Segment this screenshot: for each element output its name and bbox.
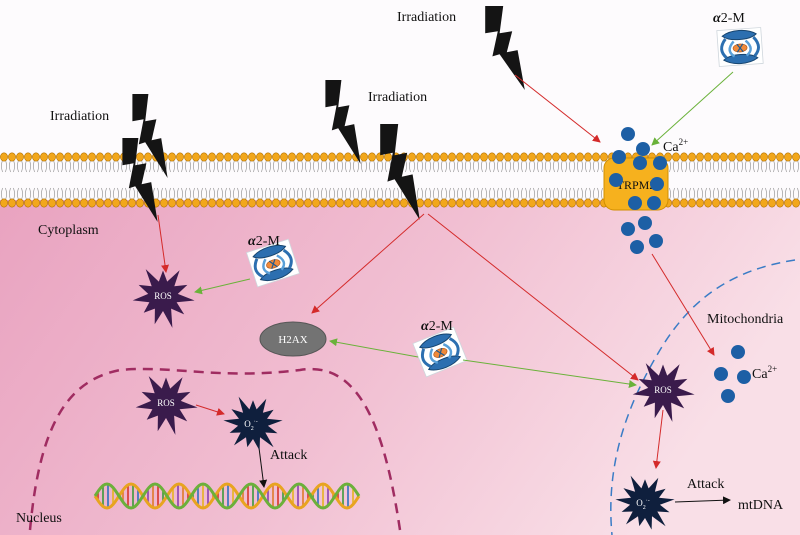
promote-arrow — [157, 214, 169, 273]
superoxide-label: O2·- — [244, 419, 258, 432]
promote-arrow — [311, 213, 425, 314]
promote-arrow — [427, 213, 639, 381]
ros-node — [132, 269, 195, 328]
h2ax-label: H2AX — [278, 334, 307, 346]
trpm2-label: TRPM2 — [617, 178, 656, 192]
nucleus-label: Nucleus — [16, 511, 62, 526]
alpha2m-protein-icon — [715, 26, 765, 68]
calcium-ion — [633, 156, 647, 170]
irradiation-label-top: Irradiation — [397, 10, 456, 25]
calcium-ion — [612, 150, 626, 164]
attack-label-nucleus: Attack — [270, 448, 307, 463]
calcium-ion — [653, 156, 667, 170]
cytoplasm-region — [0, 200, 800, 535]
calcium-ion — [609, 173, 623, 187]
superoxide-node — [615, 475, 675, 530]
ros-label: ROS — [154, 291, 172, 301]
mitochondria-border — [610, 259, 796, 535]
calcium-ion — [628, 196, 642, 210]
calcium-ion — [737, 370, 751, 384]
dna-strand — [93, 482, 361, 510]
calcium-ion — [621, 222, 635, 236]
inhibit-arrow — [651, 71, 734, 146]
calcium-ion — [649, 234, 663, 248]
calcium-ion — [630, 240, 644, 254]
calcium-label-mito: Ca2+ — [752, 364, 777, 382]
superoxide-label: O2·- — [636, 498, 650, 511]
promote-arrow — [514, 74, 601, 143]
inhibit-arrow — [329, 338, 419, 358]
h2ax-node — [259, 321, 327, 357]
promote-arrow — [195, 404, 225, 416]
alpha2m-label-center: α2-M — [421, 319, 453, 334]
calcium-ion — [650, 177, 664, 191]
attack-arrow — [674, 496, 731, 505]
ros-label: ROS — [654, 385, 672, 395]
calcium-ion — [731, 345, 745, 359]
calcium-ion — [638, 216, 652, 230]
ros-node — [135, 376, 198, 435]
calcium-ion — [714, 367, 728, 381]
irradiation-label-left: Irradiation — [50, 109, 109, 124]
arrows — [157, 71, 734, 505]
ros-node — [632, 363, 695, 422]
attack-label-mito: Attack — [687, 477, 724, 492]
promote-arrow — [652, 409, 664, 469]
cytoplasm-label: Cytoplasm — [38, 223, 99, 238]
inhibit-arrow — [462, 359, 637, 388]
alpha2m-label-top: α2-M — [713, 11, 745, 26]
promote-arrow — [651, 253, 715, 356]
inhibit-arrow — [194, 278, 251, 295]
dna-strand — [93, 482, 361, 510]
calcium-label-top: Ca2+ — [663, 137, 688, 155]
calcium-ion — [636, 142, 650, 156]
calcium-ion — [721, 389, 735, 403]
mtdna-label: mtDNA — [738, 498, 784, 513]
calcium-ion — [621, 127, 635, 141]
mitochondria-label: Mitochondria — [707, 312, 784, 327]
superoxide-node — [223, 396, 283, 451]
calcium-ions-channel — [609, 127, 667, 254]
ros-label: ROS — [157, 398, 175, 408]
nucleus-border — [28, 367, 402, 531]
dna-helix — [93, 482, 361, 510]
reactive-species: ROS ROS ROS O2·- O2·- — [132, 269, 695, 530]
calcium-ions-mitochondria — [714, 345, 751, 403]
irradiation-label-middle: Irradiation — [368, 90, 427, 105]
alpha2m-label-cytoplasm: α2-M — [248, 234, 280, 249]
calcium-ion — [647, 196, 661, 210]
